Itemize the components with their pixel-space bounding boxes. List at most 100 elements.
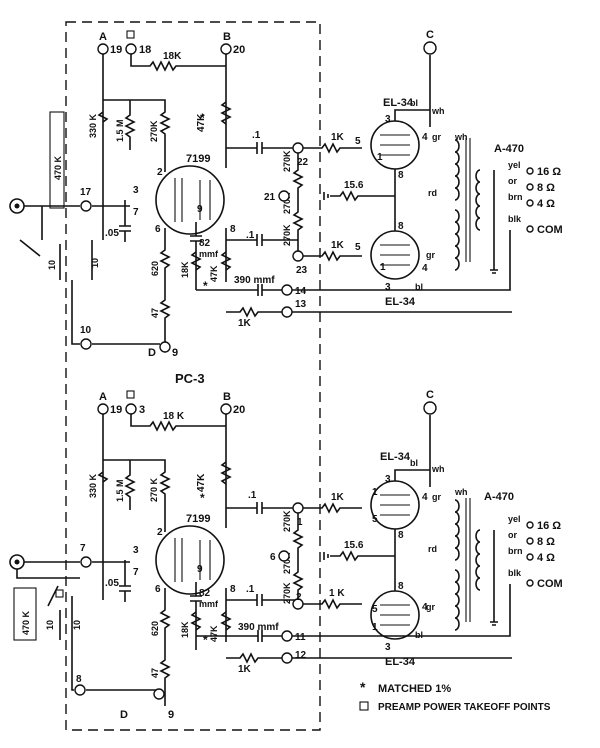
pin-3: 3	[133, 185, 139, 196]
wire-gr-2: gr	[426, 602, 435, 612]
terminal-preamp	[125, 43, 137, 55]
lower-channel: A 19 3 B 20 18 K 47K * 330 K 1.5 M 270 K…	[9, 389, 563, 721]
preamp-takeoff-marker-2	[55, 589, 64, 598]
el34-bot-pin5: 5	[355, 242, 361, 253]
r-1k-a: 1K	[331, 492, 345, 503]
terminal-b-number: 20	[233, 44, 245, 56]
cap-05: .05	[105, 228, 119, 239]
pin-8: 8	[230, 224, 236, 235]
el34-top-pin1: 1	[377, 152, 383, 163]
terminal-a-letter: A	[99, 31, 107, 43]
terminal-17-number: 17	[80, 187, 92, 198]
tap-brn: brn	[508, 546, 523, 556]
r-15-6: 15.6	[344, 540, 364, 551]
r-47: 47	[150, 308, 160, 318]
matched-star: *	[200, 111, 205, 125]
cap-390: 390 mmf	[234, 275, 275, 286]
wire-rd: rd	[428, 188, 437, 198]
terminal-a-number: 19	[110, 44, 122, 56]
r-1k-a: 1K	[331, 132, 345, 143]
cap-390: 390 mmf	[238, 622, 279, 633]
pin-9: 9	[197, 564, 203, 575]
r-10-a: 10	[45, 620, 55, 630]
r-330k: 330 K	[88, 473, 98, 498]
pin-7: 7	[133, 567, 139, 578]
terminal-12	[281, 652, 293, 664]
r-1k-b: 1K	[331, 240, 345, 251]
wire-wh-2: wh	[454, 132, 468, 142]
out-4: 4 Ω	[537, 198, 555, 210]
tap-or: or	[508, 176, 517, 186]
r-330k: 330 K	[88, 113, 98, 138]
tap-yel: yel	[508, 514, 521, 524]
el34-top-pin5: 5	[372, 514, 378, 525]
matched-star-2: *	[203, 633, 208, 647]
terminal-b	[220, 403, 232, 415]
preamp-takeoff-marker	[126, 390, 135, 399]
out-4: 4 Ω	[537, 552, 555, 564]
el34-top-pin4: 4	[422, 132, 428, 143]
terminal-preamp-number: 18	[139, 44, 151, 56]
tap-blk: blk	[508, 214, 522, 224]
cap-1a: .1	[248, 490, 257, 501]
el34-bot-pin1: 1	[380, 262, 386, 273]
terminal-2-number: 2	[296, 592, 302, 603]
r-1k-fb: 1K	[238, 318, 252, 329]
r-470k: 470 K	[21, 610, 31, 635]
terminal-a	[97, 403, 109, 415]
terminal-d-letter: D	[120, 709, 128, 721]
pin-3: 3	[133, 545, 139, 556]
out-com: COM	[537, 224, 563, 236]
r-270k-c: 270K	[282, 582, 292, 604]
out-16: 16 Ω	[537, 520, 561, 532]
r-10-b: 10	[72, 620, 82, 630]
terminal-17	[80, 200, 92, 212]
cap-82-unit: mmf	[199, 249, 219, 259]
r-10-a: 10	[47, 260, 57, 270]
tap-or: or	[508, 530, 517, 540]
r-15-6: 15.6	[344, 180, 364, 191]
r-47: 47	[150, 668, 160, 678]
r-470k-box	[49, 111, 65, 209]
wire-bl: bl	[410, 458, 418, 468]
r-10-b: 10	[90, 258, 100, 268]
terminal-8	[74, 684, 86, 696]
wire-wh: wh	[431, 106, 445, 116]
r-1-5m: 1.5 M	[115, 119, 125, 142]
terminal-14-number: 14	[295, 286, 307, 297]
terminal-6-number: 6	[270, 552, 276, 563]
legend-preamp-box	[359, 701, 369, 711]
out-16: 16 Ω	[537, 166, 561, 178]
r-270k: 270K	[149, 120, 159, 142]
upper-channel: A 19 18 B 20 18K 47K * 330 K 1.5 M 270K …	[9, 29, 563, 359]
legend: * MATCHED 1% PREAMP POWER TAKEOFF POINTS	[359, 679, 551, 713]
el34-bot-pin8: 8	[398, 581, 404, 592]
out-8: 8 Ω	[537, 536, 555, 548]
r-1-5m: 1.5 M	[115, 479, 125, 502]
r-1k-fb: 1K	[238, 664, 252, 675]
el34-bottom-label: EL-34	[385, 656, 416, 668]
el34-top-pin3: 3	[385, 474, 391, 485]
cap-1b: .1	[246, 584, 255, 595]
terminal-1	[292, 502, 304, 514]
terminal-preamp-number: 3	[139, 404, 145, 416]
tap-blk: blk	[508, 568, 522, 578]
terminal-13	[281, 306, 293, 318]
r-47k-top: 47K	[196, 113, 207, 132]
r-470k: 470 K	[53, 155, 63, 180]
r-270k-a: 270K	[282, 510, 292, 532]
r-1k-b: 1 K	[329, 588, 345, 599]
el34-top-label: EL-34	[383, 97, 414, 109]
el34-bot-pin5: 5	[372, 604, 378, 615]
r-270k: 270 K	[149, 477, 159, 502]
cap-1a: .1	[252, 130, 261, 141]
tube-7199-label: 7199	[186, 153, 210, 165]
r-470k-box	[13, 587, 37, 641]
tap-brn: brn	[508, 192, 523, 202]
terminal-a-letter: A	[99, 391, 107, 403]
terminal-7-number: 7	[80, 543, 86, 554]
terminal-a	[97, 43, 109, 55]
terminal-21	[278, 190, 290, 202]
pin-2: 2	[157, 527, 163, 538]
